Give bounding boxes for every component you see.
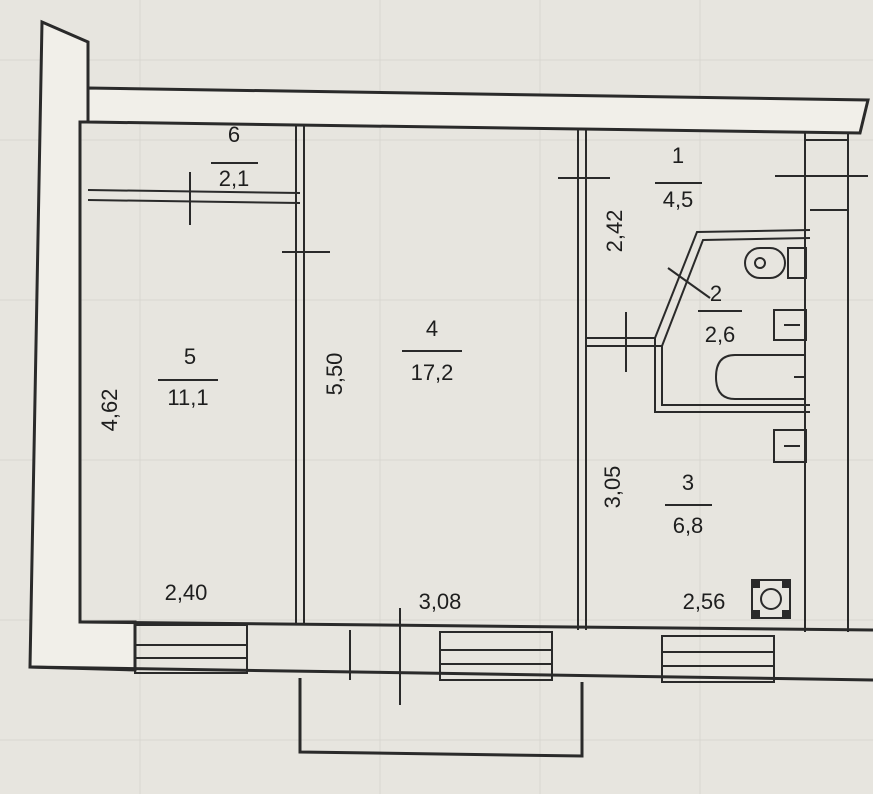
bathtub-icon [714,354,806,400]
room-5-area: 11,1 [167,385,208,410]
outer-walls [28,19,873,682]
dimension-kitchen-width: 2,56 [683,589,726,614]
room-2-number: 2 [710,281,722,306]
room-6-number: 6 [228,122,240,147]
dimension-room5-width: 2,40 [165,580,208,605]
balcony [298,678,584,758]
dimension-room5-height: 4,62 [97,389,122,432]
room-1-area: 4,5 [663,187,694,212]
toilet-icon [744,247,786,279]
dimension-room4-height: 5,50 [322,353,347,396]
balcony-door [349,608,441,705]
dimension-room4-width: 3,08 [419,589,462,614]
dimension-kitchen-height: 3,05 [600,466,625,509]
stove-icon [751,579,791,619]
room-2-area: 2,6 [705,322,736,347]
room-5-number: 5 [184,344,196,369]
dimension-corridor-height: 2,42 [602,210,627,253]
room-4-area: 17,2 [411,360,454,385]
room-3-number: 3 [682,470,694,495]
door-marks [189,172,868,372]
interior-walls [87,125,811,630]
kitchen-sink-icon [773,429,807,463]
windows [134,624,775,683]
room-4-number: 4 [426,316,438,341]
sink-icon [773,309,807,341]
bathroom-fixtures [714,247,807,400]
room-1-number: 1 [672,143,684,168]
kitchen-fixtures [751,429,807,619]
room-6-area: 2,1 [219,166,250,191]
room-3-area: 6,8 [673,513,704,538]
area-fraction-bars [158,162,742,506]
